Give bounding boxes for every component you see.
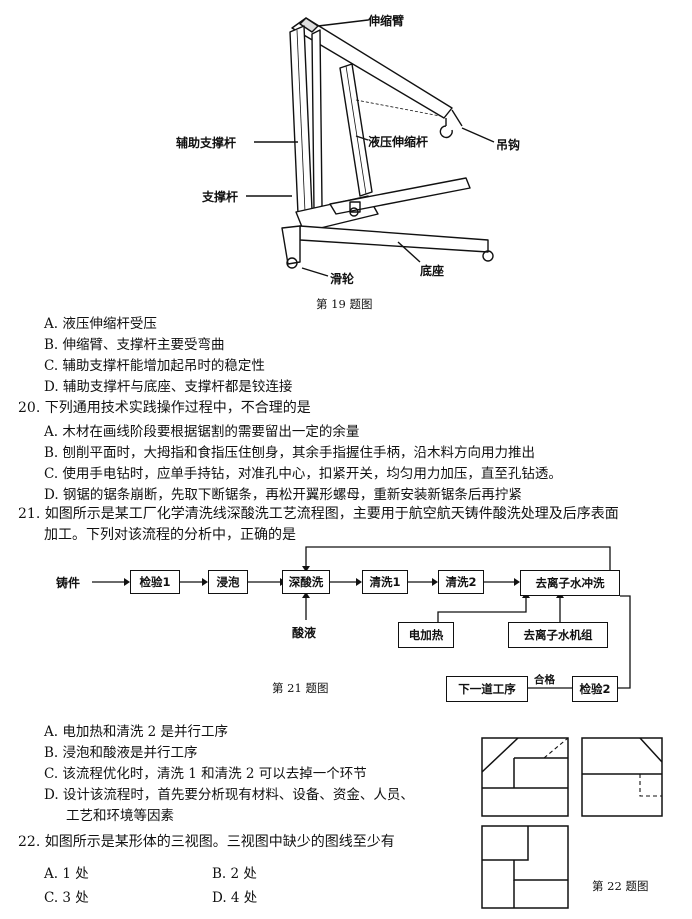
fig22-caption: 第 22 题图 [592,879,649,893]
flow-step-soak: 浸泡 [208,570,248,594]
q22-option-d: D. 4 处 [212,890,258,906]
q21-stem-line2: 加工。下列对该流程的分析中，正确的是 [44,527,296,543]
flow-step-deion-rinse: 去离子水冲洗 [520,570,620,596]
flow-step-deep-acid: 深酸洗 [282,570,330,594]
q22-stem: 22. 如图所示是某形体的三视图。三视图中缺少的图线至少有 [18,834,395,850]
flow-input: 铸件 [56,576,81,590]
flow-heat: 电加热 [398,622,454,648]
q19-option-d: D. 辅助支撑杆与底座、支撑杆都是铰连接 [44,379,293,395]
q22-option-b: B. 2 处 [212,866,257,882]
flow-step-rinse2: 清洗2 [438,570,484,594]
label-hydraulic-rod: 液压伸缩杆 [368,135,429,149]
label-hook: 吊钩 [496,138,521,152]
q21-option-d-cont: 工艺和环境等因素 [66,808,174,824]
flow-next-step: 下一道工序 [446,676,528,702]
label-pulley: 滑轮 [330,272,355,286]
q20-option-b: B. 刨削平面时，大拇指和食指压住刨身，其余手指握住手柄，沿木料方向用力推出 [44,445,536,461]
q19-option-b: B. 伸缩臂、支撑杆主要受弯曲 [44,337,225,353]
flow-acid: 酸液 [292,626,317,640]
q19-option-c: C. 辅助支撑杆能增加起吊时的稳定性 [44,358,265,374]
q21-stem-line1: 21. 如图所示是某工厂化学清洗线深酸洗工艺流程图，主要用于航空航天铸件酸洗处理… [18,506,619,522]
q20-option-c: C. 使用手电钻时，应单手持钻，对准孔中心，扣紧开关，均匀用力加压，直至孔钻透。 [44,466,562,482]
flow-step-rinse1: 清洗1 [362,570,408,594]
flow-pass-label: 合格 [534,674,555,686]
label-aux-strut: 辅助支撑杆 [176,136,237,150]
q22-option-c: C. 3 处 [44,890,89,906]
q20-option-d: D. 钢锯的锯条崩断，先取下断锯条，再松开翼形螺母，重新安装新锯条后再拧紧 [44,487,522,503]
label-telescopic-arm: 伸缩臂 [368,14,405,28]
fig21-caption: 第 21 题图 [272,681,329,695]
q20-stem: 20. 下列通用技术实践操作过程中，不合理的是 [18,400,311,416]
q21-option-a: A. 电加热和清洗 2 是并行工序 [44,724,229,740]
q21-option-d: D. 设计该流程时，首先要分析现有材料、设备、资金、人员、 [44,787,414,803]
q21-option-b: B. 浸泡和酸液是并行工序 [44,745,198,761]
fig19-caption: 第 19 题图 [316,297,373,311]
flow-check2: 检验2 [572,676,618,702]
flow-step-check1: 检验1 [130,570,180,594]
flow-deion-unit: 去离子水机组 [508,622,608,648]
q22-option-a: A. 1 处 [44,866,89,882]
q20-option-a: A. 木材在画线阶段要根据锯割的需要留出一定的余量 [44,424,360,440]
q21-option-c: C. 该流程优化时，清洗 1 和清洗 2 可以去掉一个环节 [44,766,367,782]
q19-option-a: A. 液压伸缩杆受压 [44,316,157,332]
label-strut: 支撑杆 [202,190,239,204]
label-base: 底座 [420,264,445,278]
